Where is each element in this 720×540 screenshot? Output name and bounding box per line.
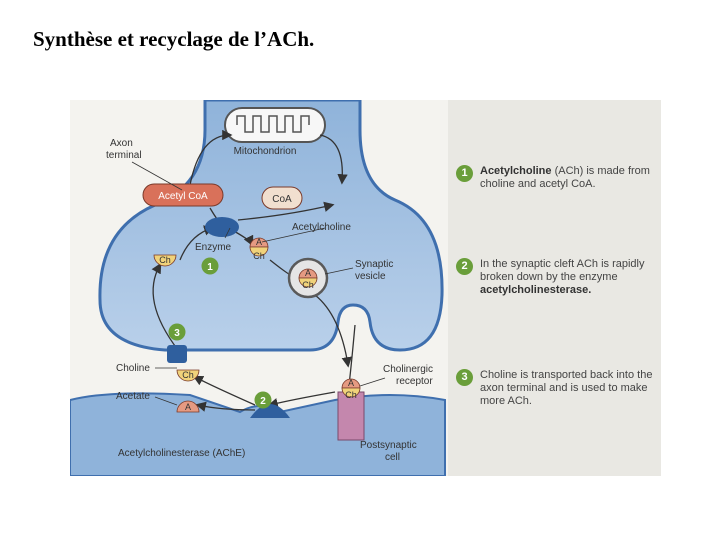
ach-choline-half [249,246,269,257]
synapse-diagram: Acetyl CoA CoA A Ch Ch A Ch Ch A [70,100,661,476]
leader-acetate [154,396,178,406]
acetate-in-cleft-label: A [185,402,191,412]
step-1-number: 1 [207,262,213,273]
ache-label: Acetylcholinesterase (AChE) [118,448,245,459]
arrow-mito-to-coa [319,134,348,185]
axon-terminal [98,100,444,352]
leader-acetylcholine [261,227,326,243]
vesicle-ch-label: Ch [302,280,314,290]
leader-axon [131,161,183,191]
ach-ch-label: Ch [253,251,265,261]
acetyl-coa-label: Acetyl CoA [158,191,208,202]
note-2-text: In the synaptic cleft ACh is rapidly bro… [480,258,656,297]
arrow-ache-to-choline [192,375,256,406]
choline-label: Choline [116,363,150,374]
note-3-body: Choline is transported back into the axo… [480,369,653,407]
postsynaptic-label-2: cell [385,452,400,463]
postsynaptic-label-1: Postsynaptic [360,440,417,451]
note-2-number: 2 [456,258,473,275]
vesicle-ach-choline [298,277,318,288]
step-3-number: 3 [174,328,180,339]
leader-vesicle [324,267,354,275]
choline-in-cleft-label: Ch [182,370,194,380]
leader-receptor [359,377,386,387]
coa-pill [261,186,303,210]
cholinergic-receptor-label-1: Cholinergic [383,364,433,375]
synaptic-vesicle-label-2: vesicle [355,271,386,282]
ach-acetate-half [249,237,269,248]
receptor-ach-choline [341,387,361,398]
step-2-number: 2 [260,396,266,407]
vesicle-ach-acetate [298,268,318,279]
choline-in-terminal [153,254,177,267]
receptor-ach-acetate [341,378,361,389]
note-2-bold: acetylcholinesterase. [480,284,592,296]
vesicle-a-label: A [305,268,311,278]
arrow-vesicle-to-cleft [314,294,352,368]
arrow-acetylcoa-to-mito [189,129,233,186]
step-2-marker [254,391,272,409]
choline-in-cleft [176,369,200,382]
slide-title: Synthèse et recyclage de l’ACh. [33,27,315,51]
note-3-text: Choline is transported back into the axo… [480,369,656,408]
axon-terminal-label-2: terminal [106,150,142,161]
arrow-ach-to-ache [267,391,336,409]
enzyme-shape [205,217,239,237]
enzyme-label: Enzyme [195,242,232,253]
synapse-figure: Acetyl CoA CoA A Ch Ch A Ch Ch A [70,100,661,476]
coa-label: CoA [272,194,292,205]
acetyl-coa-pill [142,183,224,207]
acetate-label: Acetate [116,391,150,402]
arrow-enzyme-to-coa [237,201,335,221]
step-1-marker [201,257,219,275]
mitochondrion-label: Mitochondrion [234,146,297,157]
leader-enzyme [224,227,231,239]
notes-panel-bg [448,100,661,476]
cholinergic-receptor [337,391,365,441]
receptor-a-label: A [348,378,354,388]
choline-transporter [167,345,187,363]
step-3-marker [168,323,186,341]
arrow-transporter-to-choline [151,262,179,351]
note-1-bold: Acetylcholine [480,165,552,177]
receptor-ch-label: Ch [345,390,357,400]
synaptic-vesicle-label-1: Synaptic [355,259,393,270]
note-1-number: 1 [456,165,473,182]
cholinergic-receptor-label-2: receptor [396,376,433,387]
axon-terminal-label-1: Axon [110,138,133,149]
note-1-text: Acetylcholine (ACh) is made from choline… [480,165,656,191]
arrow-ache-to-acetate [195,401,256,412]
choline-in-terminal-label: Ch [159,255,171,265]
mitochondrion [224,107,326,143]
acetylcholine-label: Acetylcholine [292,222,351,233]
note-2-body: In the synaptic cleft ACh is rapidly bro… [480,258,645,283]
ach-a-label: A [256,237,262,247]
note-3-number: 3 [456,369,473,386]
note-1-body: (ACh) is made from choline and acetyl Co… [480,165,650,190]
acetate-in-cleft [176,400,200,413]
mitochondrion-cristae [236,115,310,133]
